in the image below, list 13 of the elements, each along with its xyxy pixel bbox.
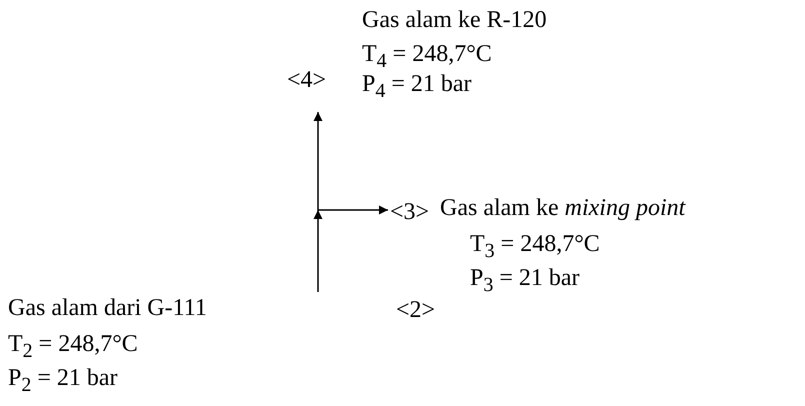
stream-number: <4> <box>287 66 326 94</box>
stream-name: Gas alam ke R-120 <box>362 6 547 34</box>
stream-name: Gas alam ke mixing point <box>440 194 686 222</box>
arrow <box>314 112 322 210</box>
arrow <box>314 210 322 292</box>
temperature-text: T$_{3}$ = 248,7°C <box>470 230 600 264</box>
pressure-text: P$_{3}$ = 21 bar <box>470 264 580 298</box>
pressure-text: P$_{2}$ = 21 bar <box>8 364 118 398</box>
stream-number: <2> <box>396 296 436 324</box>
arrow <box>318 206 388 214</box>
temperature-text: T$_{2}$ = 248,7°C <box>8 330 138 364</box>
stream-number: <3> <box>390 198 430 226</box>
stream-name: Gas alam dari G-111 <box>8 294 207 322</box>
